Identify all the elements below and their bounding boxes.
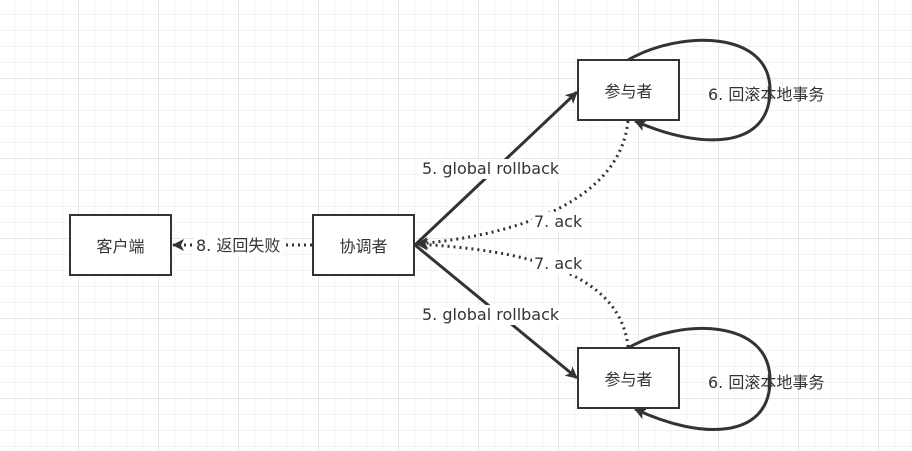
participant-top-label: 参与者 — [604, 82, 653, 101]
label-rollback-bottom: 5. global rollback — [420, 305, 562, 325]
label-return-failure: 8. 返回失败 — [194, 236, 283, 256]
arrow-ack-top — [416, 120, 630, 250]
label-ack-bottom: 7. ack — [532, 254, 585, 274]
self-loop-bottom — [627, 326, 772, 431]
label-rollback-top: 5. global rollback — [420, 159, 562, 179]
participant-bottom-label: 参与者 — [604, 370, 653, 389]
coordinator-node: 协调者 — [312, 214, 415, 276]
self-loop-top — [627, 38, 772, 142]
participant-top-node: 参与者 — [577, 59, 680, 121]
coordinator-label: 协调者 — [339, 237, 388, 256]
label-ack-top: 7. ack — [532, 212, 585, 232]
label-local-rollback-top: 6. 回滚本地事务 — [708, 85, 825, 104]
label-local-rollback-bottom: 6. 回滚本地事务 — [708, 373, 825, 392]
client-label: 客户端 — [96, 237, 145, 256]
client-node: 客户端 — [69, 214, 172, 276]
participant-bottom-node: 参与者 — [577, 347, 680, 409]
